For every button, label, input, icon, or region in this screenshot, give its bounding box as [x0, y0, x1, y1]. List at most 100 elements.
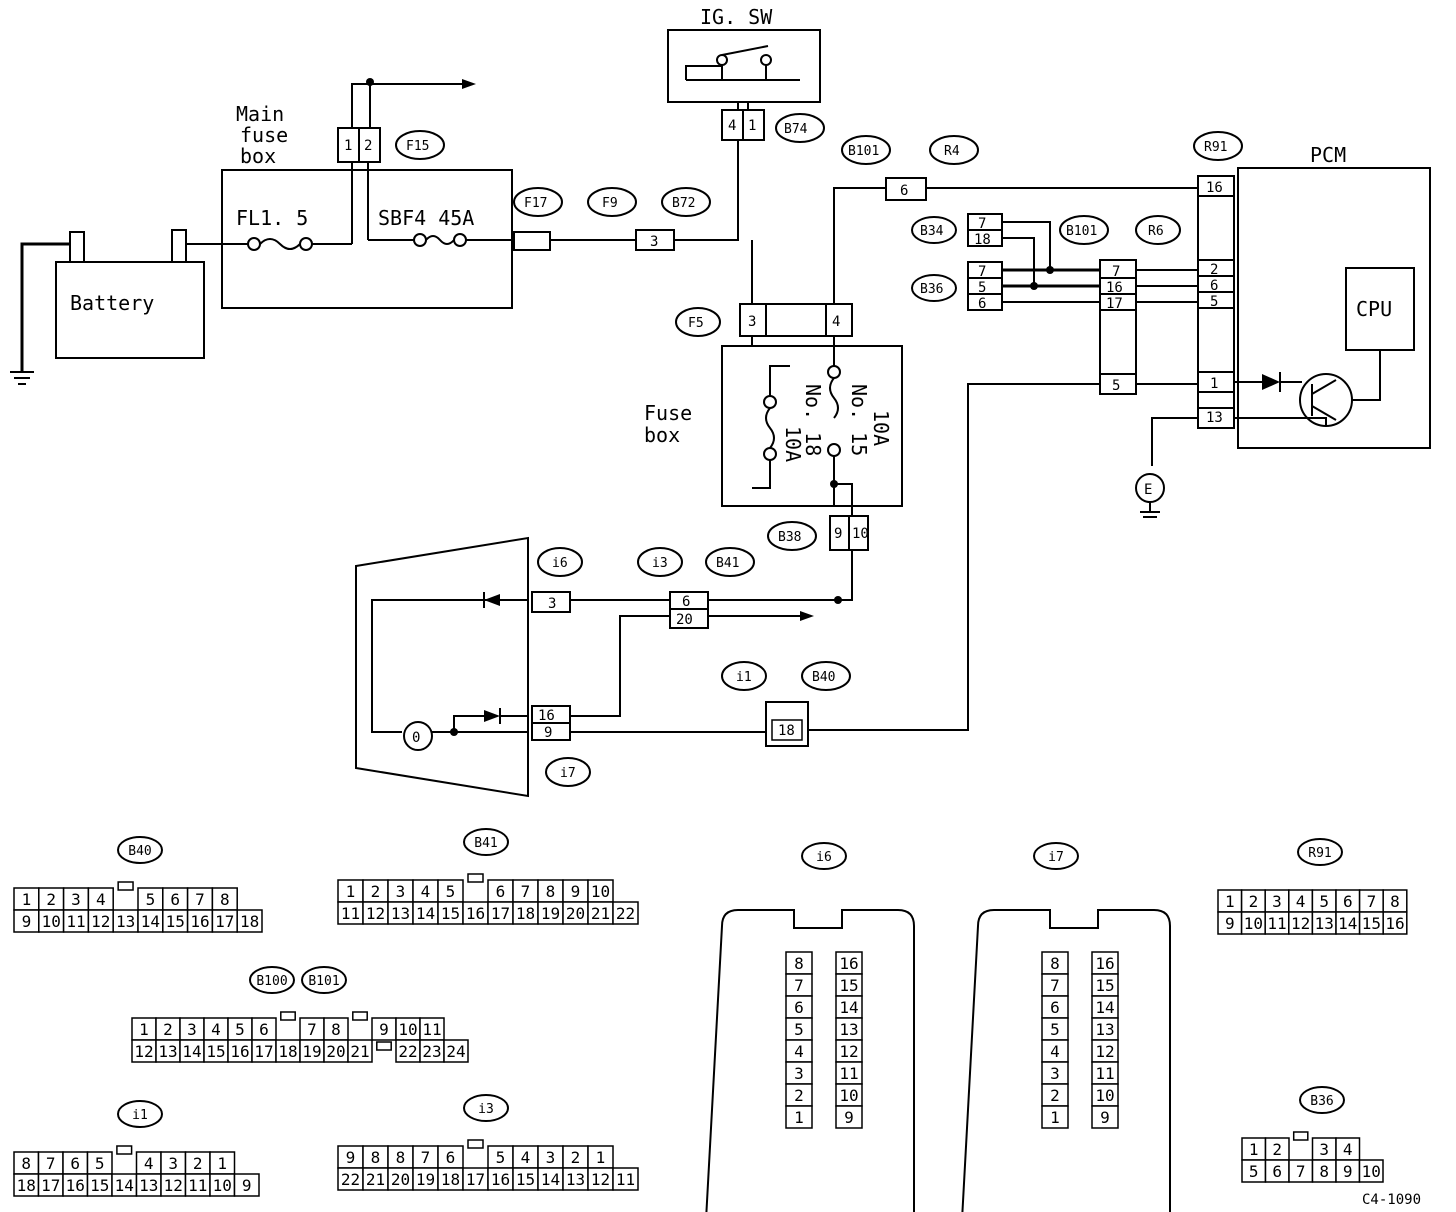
pin-number: 3: [1050, 1064, 1060, 1083]
pin-number: 19: [302, 1042, 321, 1061]
pin-number: 8: [220, 890, 230, 909]
pin-number: 19: [416, 1170, 435, 1189]
tag-f15: F15: [406, 139, 429, 154]
pin-number: 1: [139, 1020, 149, 1039]
figure-code: C4-1090: [1362, 1192, 1421, 1208]
pin-number: 6: [170, 890, 180, 909]
pin-number: 1: [1249, 1140, 1259, 1159]
svg-text:6: 6: [1210, 278, 1218, 294]
face-title-i6: i6: [816, 850, 832, 865]
svg-text:Main: Main: [236, 102, 284, 126]
pin-number: 16: [491, 1170, 510, 1189]
tag-i1: i1: [736, 670, 752, 685]
pin-number: 14: [1095, 998, 1114, 1017]
pin-number: 6: [70, 1154, 80, 1173]
pin-number: 13: [139, 1176, 158, 1195]
connector-b101-pin6: 6: [885, 177, 927, 201]
face-title-b41: B41: [474, 836, 497, 851]
pin-number: 13: [158, 1042, 177, 1061]
ground-e: E: [1135, 473, 1165, 518]
pin-number: 20: [566, 904, 585, 923]
pin-number: 15: [1095, 976, 1114, 995]
pin-number: 15: [441, 904, 460, 923]
pin-number: 14: [1338, 914, 1357, 933]
tag-b34: B34: [920, 224, 944, 239]
pin-number: 14: [141, 912, 160, 931]
tag-b41: B41: [716, 556, 739, 571]
svg-text:fuse: fuse: [240, 123, 288, 147]
face-title-i3: i3: [478, 1102, 494, 1117]
pin-cell: [236, 909, 263, 933]
pin-number: 14: [182, 1042, 201, 1061]
pin-number: 21: [350, 1042, 369, 1061]
pin-number: 6: [1343, 892, 1353, 911]
pin-number: 11: [422, 1020, 441, 1039]
pin-number: 4: [1343, 1140, 1353, 1159]
pin-number: 9: [571, 882, 581, 901]
fuse-15-rating: 10A: [869, 410, 893, 446]
pin-number: 9: [1225, 914, 1235, 933]
connector-b34: 7 18: [967, 213, 1003, 248]
pin-number: 3: [71, 890, 81, 909]
pin-number: 10: [839, 1086, 858, 1105]
pin-number: 7: [1050, 976, 1060, 995]
pin-number: 21: [591, 904, 610, 923]
pin-number: 13: [391, 904, 410, 923]
svg-text:9: 9: [544, 725, 552, 741]
svg-text:6: 6: [978, 296, 986, 312]
svg-text:7: 7: [978, 264, 986, 280]
pin-number: 16: [466, 904, 485, 923]
pin-number: 22: [398, 1042, 417, 1061]
pin-number: 13: [1095, 1020, 1114, 1039]
pin-number: 18: [278, 1042, 297, 1061]
pin-number: 12: [1095, 1042, 1114, 1061]
svg-text:18: 18: [974, 232, 991, 248]
pin-cell: [1382, 911, 1408, 935]
pin-number: 19: [541, 904, 560, 923]
tag-b36: B36: [920, 282, 943, 297]
pin-number: 5: [146, 890, 156, 909]
pin-number: 11: [1267, 914, 1286, 933]
pin-number: 7: [1296, 1162, 1306, 1181]
combination-meter: 0: [355, 536, 529, 798]
tag-r6: R6: [1148, 224, 1164, 239]
connector-b72: 3 B72: [635, 187, 711, 251]
pin-number: 7: [46, 1154, 56, 1173]
svg-text:box: box: [644, 423, 680, 447]
pin-number: 8: [1050, 954, 1060, 973]
pin-number: 6: [259, 1020, 269, 1039]
pin-number: 9: [1100, 1108, 1110, 1127]
svg-text:1: 1: [748, 118, 756, 134]
pin-number: 23: [422, 1042, 441, 1061]
svg-text:4: 4: [832, 314, 840, 330]
svg-text:16: 16: [1106, 280, 1123, 296]
pin-number: 10: [1244, 914, 1263, 933]
pin-number: 3: [1272, 892, 1282, 911]
pin-number: 1: [794, 1108, 804, 1127]
pin-number: 2: [163, 1020, 173, 1039]
svg-text:16: 16: [1206, 180, 1223, 196]
tag-f5: F5: [688, 316, 704, 331]
pin-number: 10: [1362, 1162, 1381, 1181]
svg-text:3: 3: [548, 596, 556, 612]
svg-text:7: 7: [1112, 264, 1120, 280]
svg-text:6: 6: [900, 183, 908, 199]
pin-number: 7: [421, 1148, 431, 1167]
pin-number: 12: [134, 1042, 153, 1061]
pin-number: 15: [1362, 914, 1381, 933]
tag-i3: i3: [652, 556, 668, 571]
pin-number: 15: [516, 1170, 535, 1189]
pin-number: 13: [116, 912, 135, 931]
pin-cell: [233, 1173, 260, 1197]
pin-number: 16: [190, 912, 209, 931]
pin-number: 1: [217, 1154, 227, 1173]
pin-cell: [443, 1039, 469, 1063]
pin-number: 3: [168, 1154, 178, 1173]
pin-number: 2: [1050, 1086, 1060, 1105]
face-title-b100: B100: [256, 974, 287, 989]
